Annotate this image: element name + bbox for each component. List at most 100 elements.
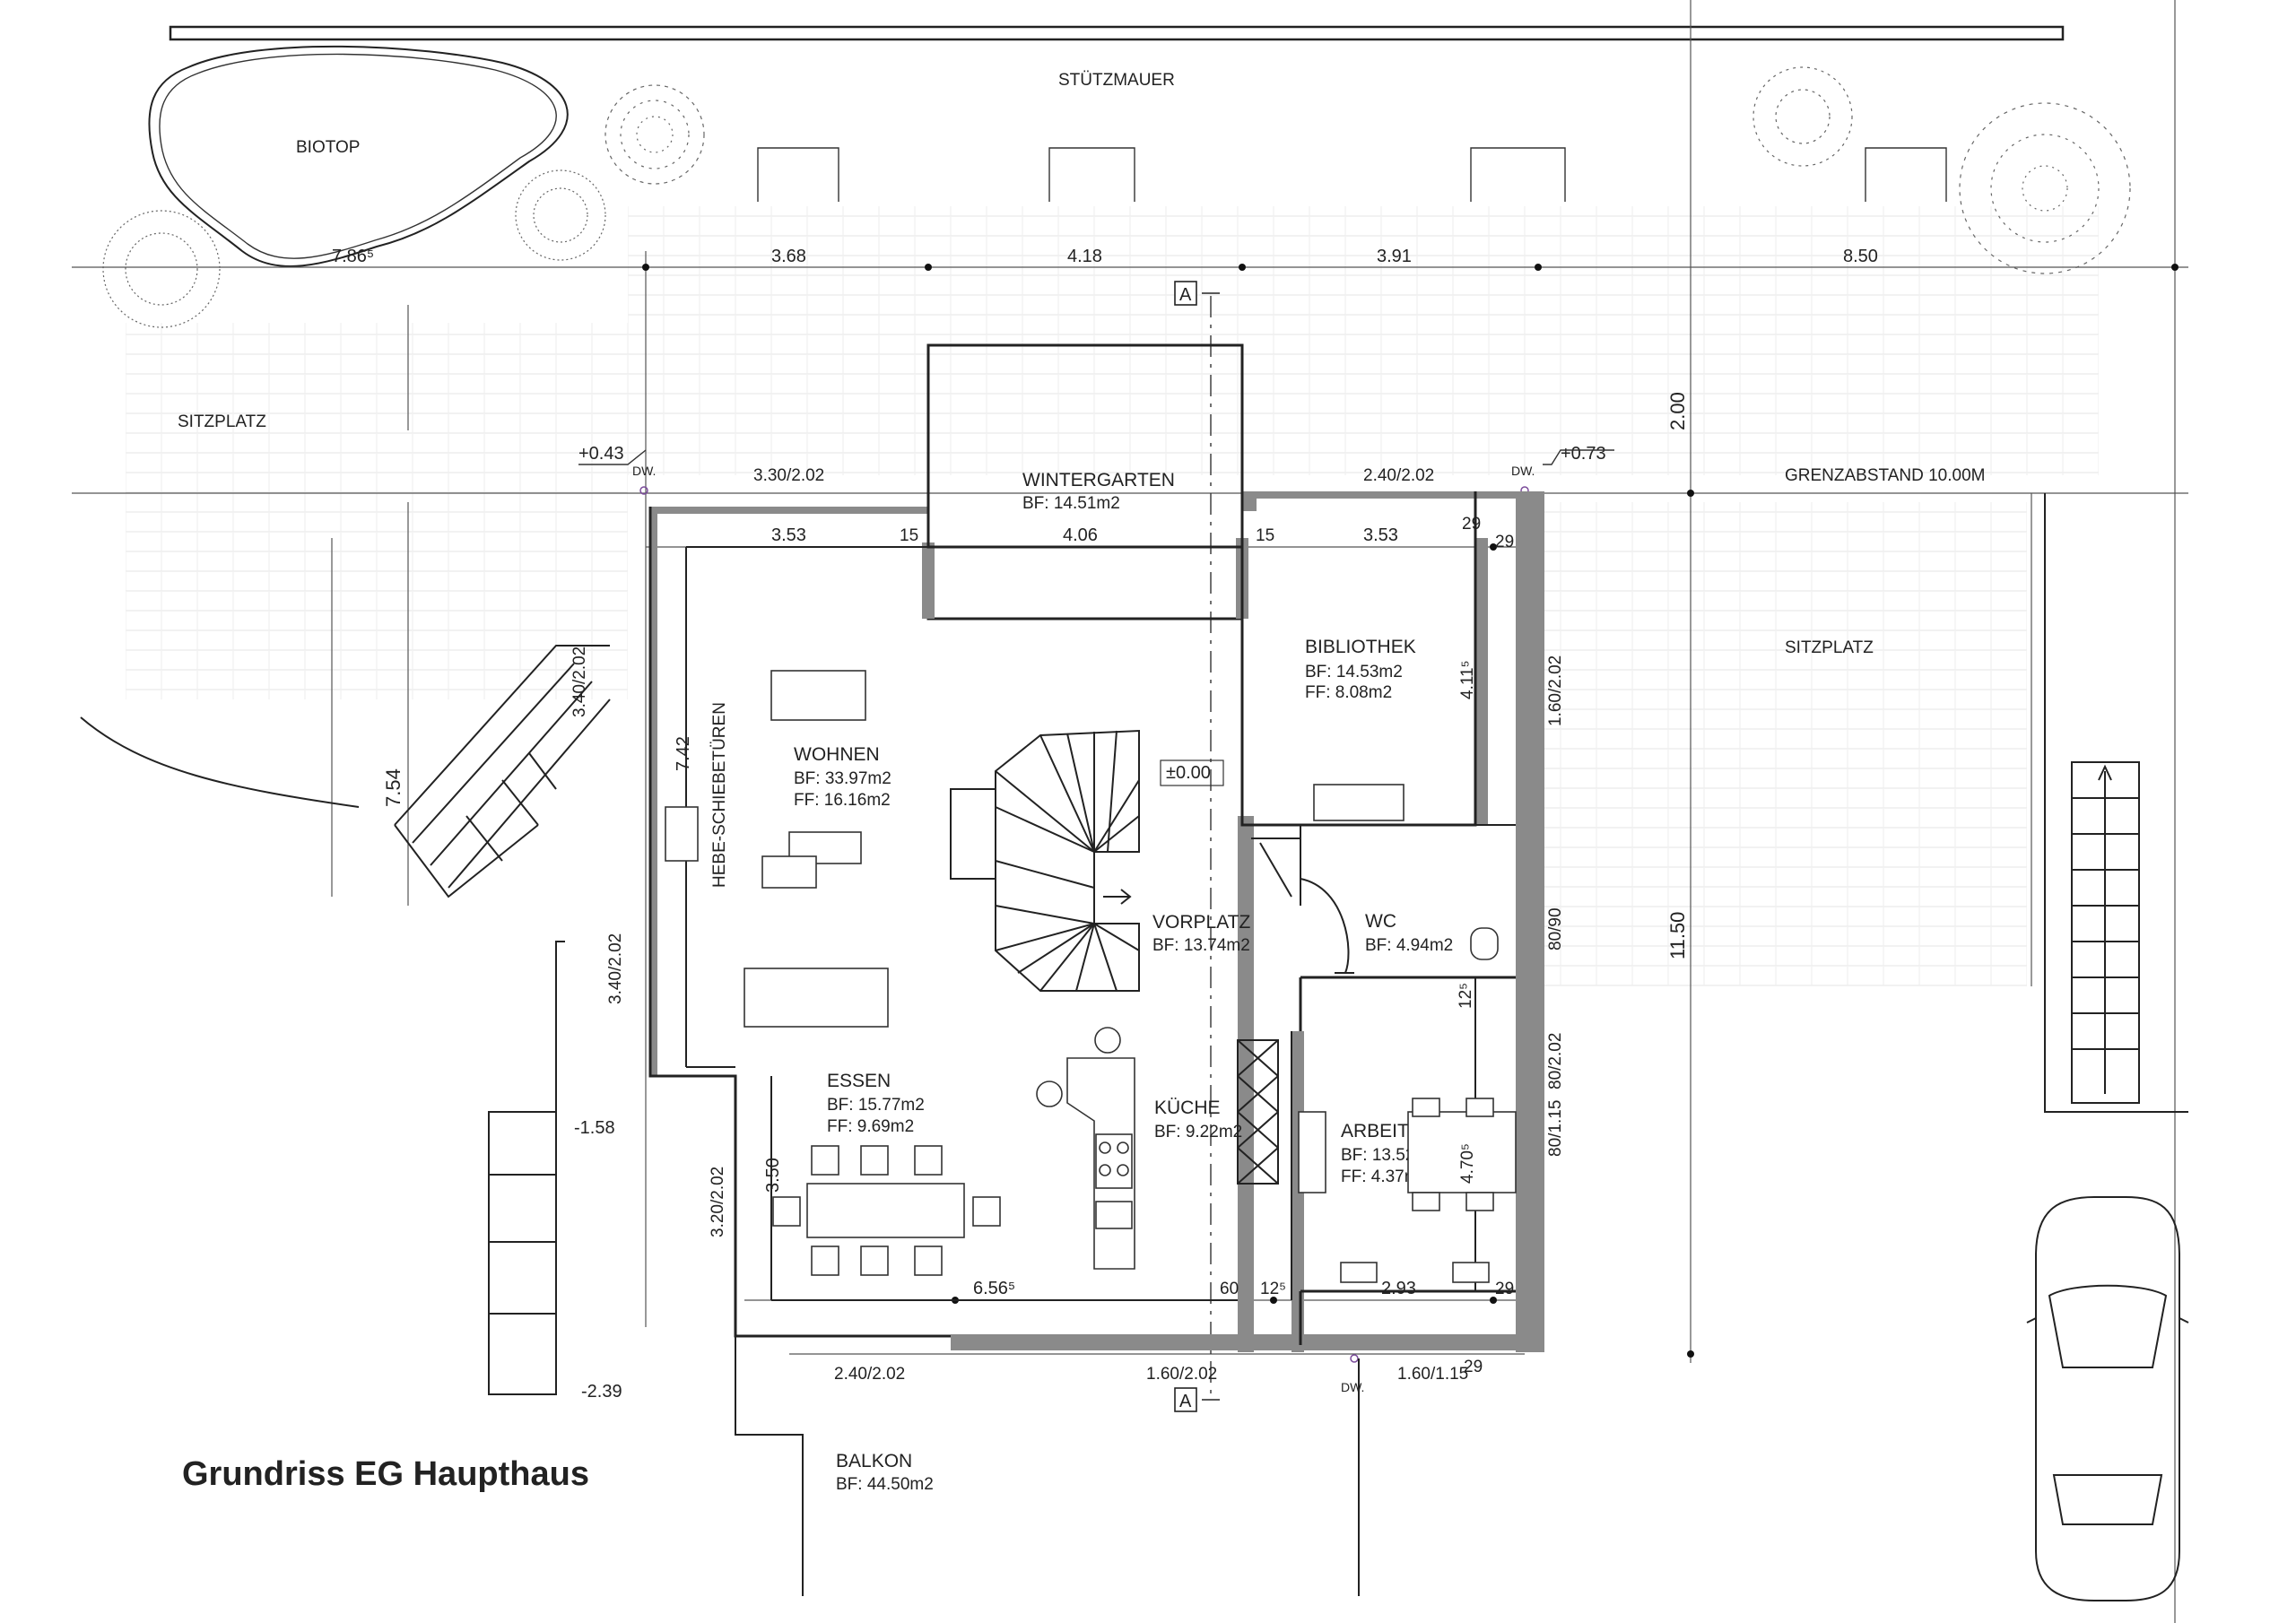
dim-top-a: 7.86⁵ <box>332 247 374 266</box>
dim-bot-b: 60 <box>1220 1280 1239 1298</box>
level-l1: +0.43 <box>578 444 624 464</box>
dim-win-b3: 1.60/1.15 <box>1397 1365 1468 1384</box>
dim-row2-b: 15 <box>900 526 918 545</box>
kitchen-cabinet <box>1237 1039 1279 1185</box>
level-l2-mark <box>1543 449 1614 465</box>
balkon-name: BALKON <box>836 1451 912 1471</box>
dw-marker-3 <box>1350 1354 1359 1363</box>
wintergarten-outline <box>926 343 1244 621</box>
svg-text:A: A <box>1179 285 1192 305</box>
level-l3: -1.58 <box>574 1118 615 1138</box>
dw-label-2: DW. <box>1511 464 1535 478</box>
wc-name: WC <box>1365 911 1396 932</box>
kueche-bf: BF: 9.22m2 <box>1154 1123 1242 1141</box>
stuetzmauer-label: STÜTZMAUER <box>1058 71 1175 90</box>
wc-toilet <box>1470 927 1499 960</box>
essen-ff: FF: 9.69m2 <box>827 1117 914 1136</box>
essen-bf: BF: 15.77m2 <box>827 1096 925 1115</box>
dim-v-340b: 3.40/2.02 <box>606 933 625 1004</box>
kitchen-island <box>1036 1027 1135 1270</box>
main-walls <box>650 491 1544 1352</box>
exterior-steps-left <box>488 941 565 1395</box>
level-l2: +0.73 <box>1561 444 1606 464</box>
level-l1-mark <box>578 449 647 465</box>
tree-3 <box>102 210 221 328</box>
dimension-lines <box>72 0 2188 1623</box>
paving-top <box>628 206 2099 475</box>
dim-win-b2: 1.60/2.02 <box>1146 1365 1217 1384</box>
dim-row2-g: 29 <box>1495 533 1514 551</box>
dim-row2-c: 4.06 <box>1063 525 1098 545</box>
tree-4 <box>1752 66 1853 167</box>
wohnen-furniture <box>665 670 889 1028</box>
dim-v-8090: 80/90 <box>1546 907 1565 950</box>
wintergarten-bf: BF: 14.51m2 <box>1022 494 1120 513</box>
dim-top-b: 3.68 <box>771 247 806 266</box>
tree-2 <box>515 169 606 261</box>
dim-bot-d: 2.93 <box>1381 1279 1416 1298</box>
wintergarten-name: WINTERGARTEN <box>1022 470 1175 490</box>
dim-v-350: 3.50 <box>763 1158 783 1193</box>
dim-row2-a: 3.53 <box>771 525 806 545</box>
dim-row2-f: 29 <box>1462 515 1481 534</box>
section-mark-top: A <box>1174 281 1220 306</box>
dim-row2-e: 3.53 <box>1363 525 1398 545</box>
vorplatz-bf: BF: 13.74m2 <box>1152 936 1250 955</box>
dim-bot-c: 12⁵ <box>1260 1280 1286 1298</box>
dim-v-1150: 11.50 <box>1666 912 1689 959</box>
balkon-bf: BF: 44.50m2 <box>836 1475 934 1494</box>
kueche-name: KÜCHE <box>1154 1098 1221 1118</box>
level-zero-box <box>1160 759 1224 786</box>
dim-v-200: 2.00 <box>1666 392 1689 430</box>
svg-text:A: A <box>1179 1392 1192 1411</box>
tree-5 <box>1959 102 2131 274</box>
dim-row2-d: 15 <box>1256 526 1274 545</box>
dim-win-r: 2.40/2.02 <box>1363 466 1434 485</box>
planters <box>757 147 1947 202</box>
dim-v-160: 1.60/2.02 <box>1546 655 1565 726</box>
dim-v-80202: 80/2.02 <box>1546 1033 1565 1089</box>
dim-top-c: 4.18 <box>1067 247 1102 266</box>
arbeiten-ff: FF: 4.37m2 <box>1341 1167 1428 1186</box>
vorplatz-name: VORPLATZ <box>1152 912 1250 933</box>
wc-bf: BF: 4.94m2 <box>1365 936 1453 955</box>
sitzplatz-left-label: SITZPLATZ <box>178 412 266 431</box>
balkon-outline <box>735 1300 1360 1596</box>
wohnen-name: WOHNEN <box>794 744 880 765</box>
dim-v-340a: 3.40/2.02 <box>570 647 589 717</box>
dim-win-l: 3.30/2.02 <box>753 466 824 485</box>
dim-v-80115: 80/1.15 <box>1546 1100 1565 1157</box>
biotop-label: BIOTOP <box>296 138 360 157</box>
dim-bot-e: 29 <box>1495 1280 1514 1298</box>
grenz-label: GRENZABSTAND 10.00M <box>1785 466 1985 485</box>
level-l4: -2.39 <box>581 1382 622 1402</box>
bibliothek-bf: BF: 14.53m2 <box>1305 663 1403 681</box>
wintergarten-wall-left <box>922 542 935 619</box>
dim-bot-f: 29 <box>1464 1358 1483 1376</box>
dining-table <box>772 1145 1001 1276</box>
dim-v-411: 4.11⁵ <box>1458 661 1477 699</box>
dw-label-3: DW. <box>1341 1380 1364 1394</box>
dim-win-b1: 2.40/2.02 <box>834 1365 905 1384</box>
paving-left <box>126 323 628 699</box>
dim-top-d: 3.91 <box>1377 247 1412 266</box>
dw-label-1: DW. <box>632 464 656 478</box>
dim-bot-a: 6.56⁵ <box>973 1279 1015 1298</box>
exterior-stair-right <box>2044 493 2188 1113</box>
biotop-outline <box>148 45 569 267</box>
car <box>2026 1196 2189 1601</box>
sitzplatz-right-label: SITZPLATZ <box>1785 638 1874 657</box>
dim-v-470: 4.70⁵ <box>1458 1143 1477 1184</box>
dw-marker-1 <box>639 486 648 495</box>
arbeiten-furniture <box>1298 1098 1517 1283</box>
dim-v-742: 7.42 <box>674 736 693 771</box>
wohnen-bf: BF: 33.97m2 <box>794 769 891 788</box>
hebe-label: HEBE-SCHIEBETÜREN <box>710 702 729 888</box>
bibliothek-ff: FF: 8.08m2 <box>1305 683 1392 702</box>
dim-top-e: 8.50 <box>1843 247 1878 266</box>
tree-1 <box>604 84 705 185</box>
essen-name: ESSEN <box>827 1071 891 1091</box>
bibliothek-name: BIBLIOTHEK <box>1305 637 1416 657</box>
wohnen-ff: FF: 16.16m2 <box>794 791 891 810</box>
